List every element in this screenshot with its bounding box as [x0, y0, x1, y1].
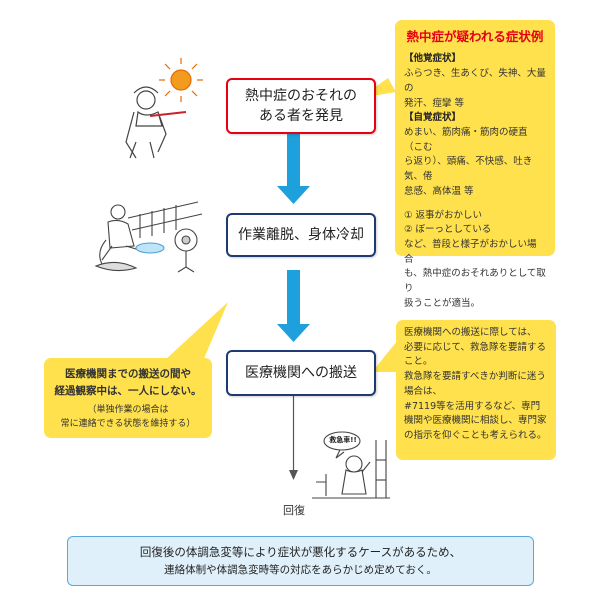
alone-main: 医療機関までの搬送の間や 経過観察中は、一人にしない。 [54, 368, 202, 397]
step-recovery: 回復 [283, 504, 305, 517]
symptoms-callout: 熱中症が疑われる症状例 【他覚症状】 ふらつき、生あくび、失神、大量の 発汗、痙… [395, 20, 555, 309]
self-symptoms-header: 【自覚症状】 [404, 112, 462, 124]
step-cooling: 作業離脱、身体冷却 [226, 213, 376, 257]
self-symptoms-text: めまい、筋肉痛・筋肉の硬直（こむ ら返り）、頭痛、不快感、吐き気、倦 怠感、高体… [404, 126, 533, 197]
other-symptoms-text: ふらつき、生あくび、失神、大量の 発汗、痙攣 等 [404, 68, 546, 109]
symptoms-title: 熱中症が疑われる症状例 [406, 29, 544, 44]
step-transport: 医療機関への搬送 [226, 350, 376, 396]
symptoms-note: ① 返事がおかしい ② ぼーっとしている など、普段と様子がおかしい場合 も、熱… [404, 209, 546, 309]
other-symptoms-header: 【他覚症状】 [404, 53, 462, 65]
footer-line-2: 連絡体制や体調急変時等の対応をあらかじめ定めておく。 [164, 563, 437, 576]
step-find-worker: 熱中症のおそれの ある者を発見 [226, 78, 376, 134]
footer-note: 回復後の体調急変等により症状が悪化するケースがあるため、 連絡体制や体調急変時等… [67, 536, 534, 586]
worker-sun-illustration [125, 58, 203, 159]
transport-callout-tail [372, 340, 398, 372]
alone-sub: （単独作業の場合は 常に連絡できる状態を維持する） [60, 404, 196, 429]
arrow-2-3 [277, 270, 310, 342]
ambulance-call-illustration [312, 431, 390, 499]
alone-callout: 医療機関までの搬送の間や 経過観察中は、一人にしない。 （単独作業の場合は 常に… [44, 358, 212, 438]
arrow-1-2 [277, 133, 310, 204]
alone-callout-tail [165, 302, 228, 368]
cooling-illustration [94, 201, 203, 273]
transport-callout: 医療機関への搬送に際しては、 必要に応じて、救急隊を要請する こと。 救急隊を要… [396, 320, 556, 460]
ambulance-speech-text: 救急車!! [329, 436, 357, 444]
arrow-3-end [289, 396, 298, 480]
footer-line-1: 回復後の体調急変等により症状が悪化するケースがあるため、 [139, 544, 462, 559]
